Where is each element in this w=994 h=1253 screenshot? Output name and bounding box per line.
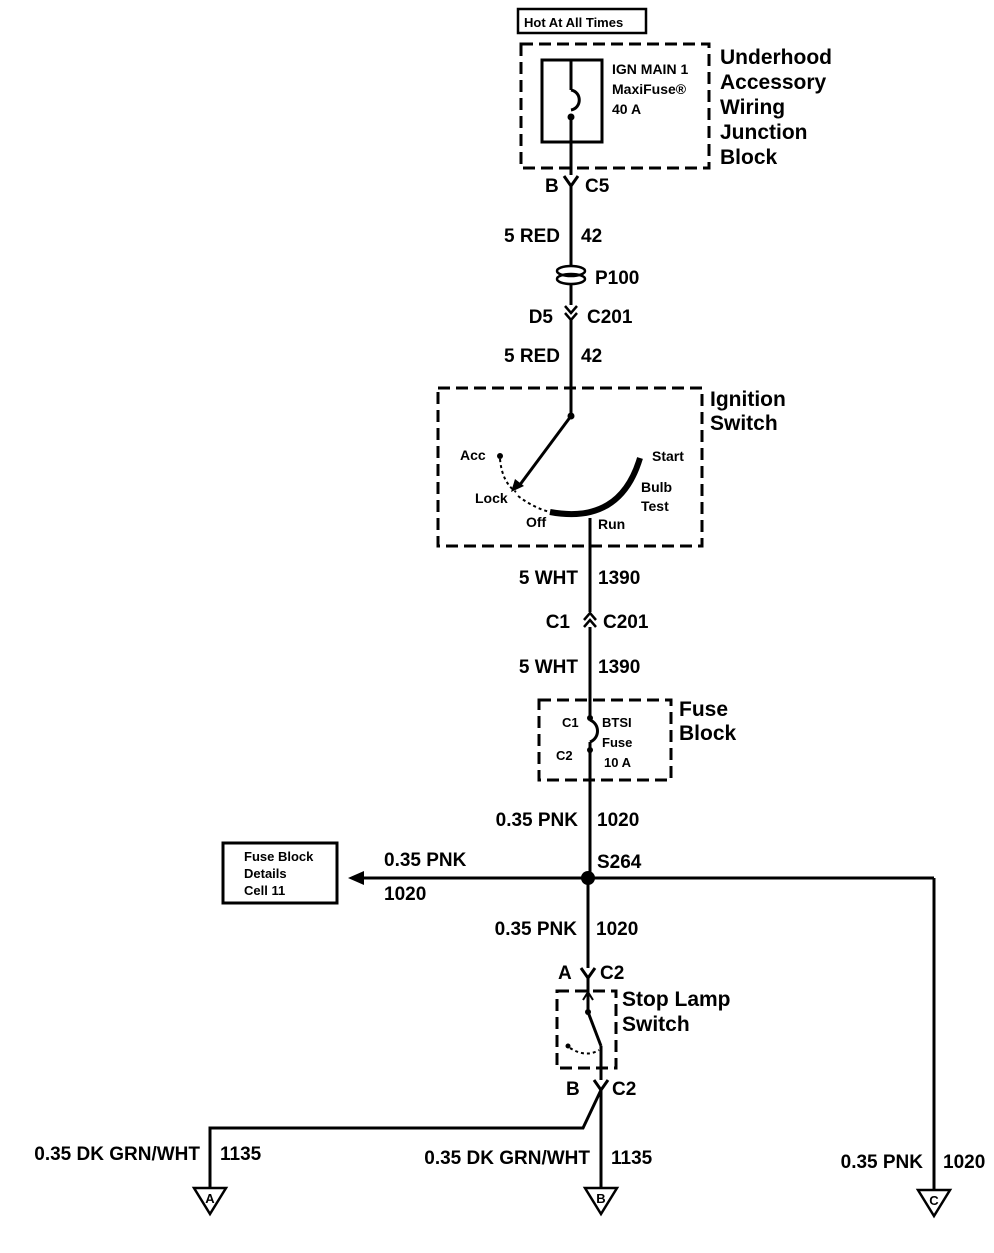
wire-5-gauge-color: 0.35 PNK	[496, 810, 579, 831]
junction-block-title-2: Accessory	[720, 71, 827, 94]
wire-2-gauge-color: 5 RED	[504, 346, 560, 367]
off-page-connector-b[interactable]: B	[582, 1186, 620, 1217]
stop-lamp-bottom-pin: B	[566, 1079, 580, 1100]
btsi-fuse-rating: 10 A	[604, 755, 632, 770]
c201-d5-pin-label: D5	[529, 307, 554, 328]
hot-at-all-times-label: Hot At All Times	[516, 7, 648, 35]
junction-block-title-4: Junction	[720, 121, 808, 144]
stop-lamp-top-pin: A	[558, 963, 572, 984]
ref-box-line-1: Fuse Block	[244, 849, 314, 864]
left-branch-gauge-color: 0.35 PNK	[384, 850, 467, 871]
out-c-gauge-color: 0.35 PNK	[841, 1152, 924, 1173]
ref-box-line-3: Cell 11	[244, 883, 285, 898]
off-page-a-label: A	[205, 1191, 215, 1206]
off-page-connector-a[interactable]: A	[191, 1186, 229, 1217]
ref-box-line-2: Details	[244, 866, 287, 881]
ignition-position-lock: Lock	[475, 490, 508, 506]
junction-block-title-1: Underhood	[720, 46, 832, 69]
c201-c1-pin-label: C1	[546, 612, 571, 633]
wire-3-gauge-color: 5 WHT	[519, 568, 579, 589]
ignition-position-acc: Acc	[460, 447, 486, 463]
hot-label-text: Hot At All Times	[524, 15, 623, 30]
c201-d5-connector-label: C201	[587, 307, 633, 328]
c5-connector-label: C5	[585, 176, 610, 197]
maxifuse-name: IGN MAIN 1	[612, 61, 688, 77]
out-a-gauge-color: 0.35 DK GRN/WHT	[34, 1144, 200, 1165]
btsi-fuse-name: BTSI	[602, 715, 632, 730]
ignition-position-off: Off	[526, 514, 547, 530]
connector-c5: B C5	[545, 175, 610, 266]
wire-5-circuit: 1020	[597, 810, 639, 831]
fuse-block-out-pin: C2	[556, 748, 573, 763]
p100-label: P100	[595, 268, 639, 289]
stop-lamp-title-2: Switch	[622, 1013, 690, 1036]
stop-lamp-title-1: Stop Lamp	[622, 988, 731, 1011]
ignition-switch: Acc Lock Off Run Start Bulb Test Ignitio…	[436, 386, 786, 548]
ignition-position-test: Test	[641, 498, 669, 514]
left-branch-circuit: 1020	[384, 884, 426, 905]
off-page-connector-c[interactable]: C	[915, 1188, 953, 1219]
connector-c201-c1: C1 C201	[546, 611, 649, 716]
ignition-position-bulb: Bulb	[641, 479, 672, 495]
wire-2-circuit: 42	[581, 346, 602, 367]
maxifuse-rating: 40 A	[612, 101, 641, 117]
c201-c1-connector-label: C201	[603, 612, 649, 633]
wire-4-circuit: 1390	[598, 657, 640, 678]
wire-1-gauge-color: 5 RED	[504, 226, 560, 247]
out-c-circuit: 1020	[943, 1152, 985, 1173]
ignition-position-start: Start	[652, 448, 684, 464]
wire-4-gauge-color: 5 WHT	[519, 657, 579, 678]
fuse-block-in-pin: C1	[562, 715, 579, 730]
off-page-c-label: C	[929, 1193, 939, 1208]
c5-pin-label: B	[545, 176, 559, 197]
fuse-block-title-2: Block	[679, 722, 737, 745]
btsi-fuse-type: Fuse	[602, 735, 632, 750]
junction-block-title-3: Wiring	[720, 96, 785, 119]
out-b-circuit: 1135	[611, 1148, 653, 1169]
underhood-junction-block: IGN MAIN 1 MaxiFuse® 40 A Underhood Acce…	[519, 42, 832, 175]
maxifuse-type: MaxiFuse®	[612, 81, 687, 97]
fuse-block-title-1: Fuse	[679, 698, 728, 721]
splice-label: S264	[597, 852, 642, 873]
wire-1-circuit: 42	[581, 226, 602, 247]
junction-block-title-5: Block	[720, 146, 778, 169]
out-a-circuit: 1135	[220, 1144, 262, 1165]
stop-lamp-switch: A C2 Stop Lamp Switch B C2	[555, 963, 731, 1100]
stop-lamp-top-connector: C2	[600, 963, 624, 984]
ignition-switch-title-1: Ignition	[710, 388, 786, 411]
stop-lamp-bottom-connector: C2	[612, 1079, 636, 1100]
connector-c201-d5: D5 C201	[529, 305, 633, 416]
ignition-position-run: Run	[598, 516, 625, 532]
passthrough-p100: P100	[555, 264, 639, 305]
fuse-block-details-reference[interactable]: Fuse Block Details Cell 11	[221, 841, 339, 905]
ignition-switch-title-2: Switch	[710, 412, 778, 435]
wire-6-circuit: 1020	[596, 919, 638, 940]
fuse-block: C1 C2 BTSI Fuse 10 A Fuse Block	[537, 698, 737, 878]
wire-3-circuit: 1390	[598, 568, 640, 589]
splice-s264: S264	[348, 852, 936, 1190]
off-page-b-label: B	[596, 1191, 605, 1206]
output-wire-a	[208, 1089, 603, 1188]
wire-6-gauge-color: 0.35 PNK	[495, 919, 578, 940]
out-b-gauge-color: 0.35 DK GRN/WHT	[424, 1148, 590, 1169]
